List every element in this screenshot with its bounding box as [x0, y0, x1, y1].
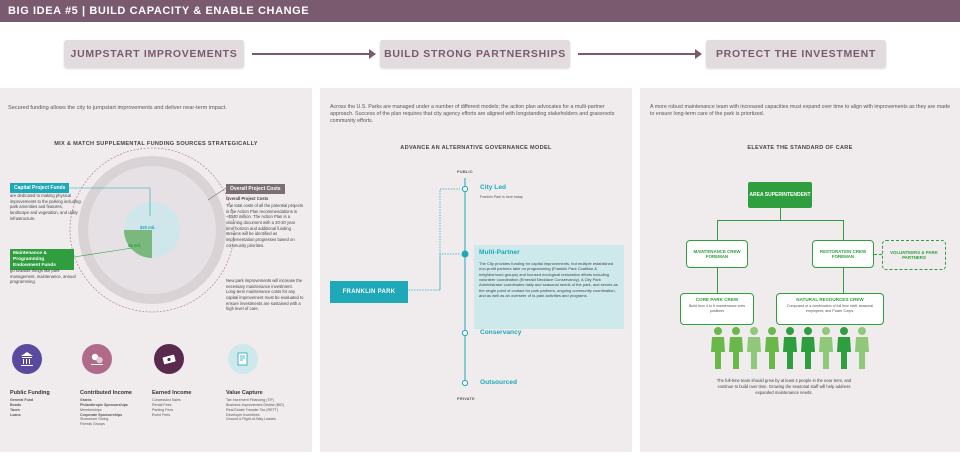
- org-connector: [874, 254, 882, 255]
- core-park-crew-box: CORE PARK CREW Build from 4 to 6 mainten…: [680, 293, 754, 325]
- value-capture-icon: [228, 344, 258, 374]
- contributed-income-icon: [82, 344, 112, 374]
- multi-partner-label: Multi-Partner: [479, 249, 520, 256]
- public-funding-title: Public Funding: [10, 390, 50, 396]
- org-connector: [843, 220, 844, 240]
- overall-cost-tag: Overall Project Costs: [226, 184, 285, 194]
- endowment-funds-text: go towards things like park management, …: [10, 268, 76, 285]
- natural-resources-crew-box: NATURAL RESOURCES CREW Composed of a com…: [776, 293, 884, 325]
- stage-protect: PROTECT THE INVESTMENT: [706, 40, 886, 68]
- natural-resources-crew-title: NATURAL RESOURCES CREW: [796, 297, 864, 302]
- stage-arrow: [252, 49, 376, 59]
- volunteers-partners-box: VOLUNTEERS & PARK PARTNERS: [882, 240, 946, 270]
- stage-jumpstart: JUMPSTART IMPROVEMENTS: [64, 40, 244, 68]
- multi-partner-box: Multi-Partner The City provides funding …: [474, 245, 624, 329]
- funding-circle-diagram: [60, 147, 235, 313]
- overall-cost-text: The total costs of all the potential pro…: [226, 203, 304, 248]
- crew-people-icons: [711, 327, 869, 369]
- value-capture-list: Tax Increment Financing (TIF)Business Im…: [226, 398, 284, 422]
- city-led-label: City Led: [480, 184, 507, 191]
- multi-partner-text: The City provides funding for capital im…: [479, 260, 618, 299]
- care-intro: A more robust maintenance team with incr…: [650, 104, 951, 118]
- private-label: PRIVATE: [457, 397, 475, 401]
- city-led-sub: Franklin Park is here today: [480, 195, 523, 199]
- capital-value: $20 mil.: [140, 225, 156, 230]
- endowment-funds-tag: Maintenance & Programming Endowment Fund…: [10, 249, 74, 271]
- crew-growth-note: The full-time team should grow by at lea…: [716, 378, 852, 395]
- care-panel: [640, 88, 960, 452]
- stage-partnerships: BUILD STRONG PARTNERSHIPS: [380, 40, 570, 68]
- value-capture-title: Value Capture: [226, 390, 263, 396]
- core-park-crew-title: CORE PARK CREW: [695, 297, 739, 302]
- governance-timeline: [406, 178, 469, 387]
- org-connector: [717, 268, 718, 293]
- public-funding-icon: [12, 344, 42, 374]
- page-title: BIG IDEA #5 | BUILD CAPACITY & ENABLE CH…: [8, 5, 310, 17]
- endowment-value: $5 mil.: [128, 243, 142, 248]
- overall-cost-heading: Overall Project Costs: [226, 196, 269, 201]
- capital-project-funds-tag: Capital Project Funds: [10, 183, 70, 193]
- core-park-crew-sub: Build from 4 to 6 maintenance crew posit…: [688, 304, 746, 313]
- maintenance-foreman-box: MAINTENANCE CREW FOREMAN: [686, 240, 748, 268]
- earned-income-icon: [154, 344, 184, 374]
- contributed-income-title: Contributed Income: [80, 390, 132, 396]
- governance-section-title: ADVANCE AN ALTERNATIVE GOVERNANCE MODEL: [400, 145, 552, 151]
- org-connector: [843, 268, 844, 293]
- restoration-foreman-box: RESTORATION CREW FOREMAN: [812, 240, 874, 268]
- capital-project-funds-text: are dedicated to making physical improve…: [10, 193, 82, 221]
- stage-arrow: [578, 49, 702, 59]
- governance-intro: Across the U.S. Parks are managed under …: [330, 104, 615, 125]
- header-bar: BIG IDEA #5 | BUILD CAPACITY & ENABLE CH…: [0, 0, 960, 22]
- public-label: PUBLIC: [457, 170, 473, 174]
- area-superintendent-box: AREA SUPERINTENDENT: [748, 182, 812, 208]
- funding-intro: Secured funding allows the city to jumps…: [8, 105, 227, 111]
- care-section-title: ELEVATE THE STANDARD OF CARE: [747, 145, 853, 151]
- outsourced-label: Outsourced: [480, 379, 518, 386]
- maintenance-cost-text: New park improvements will increase the …: [226, 278, 304, 312]
- natural-resources-crew-sub: Composed of a combination of full time s…: [786, 304, 874, 313]
- funding-section-title: MIX & MATCH SUPPLEMENTAL FUNDING SOURCES…: [54, 141, 258, 147]
- outer-dashed-circle: [69, 147, 235, 313]
- org-connector: [780, 208, 781, 220]
- franklin-park-box: FRANKLIN PARK: [330, 281, 408, 303]
- org-connector: [717, 220, 718, 240]
- earned-income-title: Earned Income: [152, 390, 192, 396]
- conservancy-label: Conservancy: [480, 329, 522, 336]
- endowment-slice: [124, 230, 152, 258]
- org-connector: [717, 220, 843, 221]
